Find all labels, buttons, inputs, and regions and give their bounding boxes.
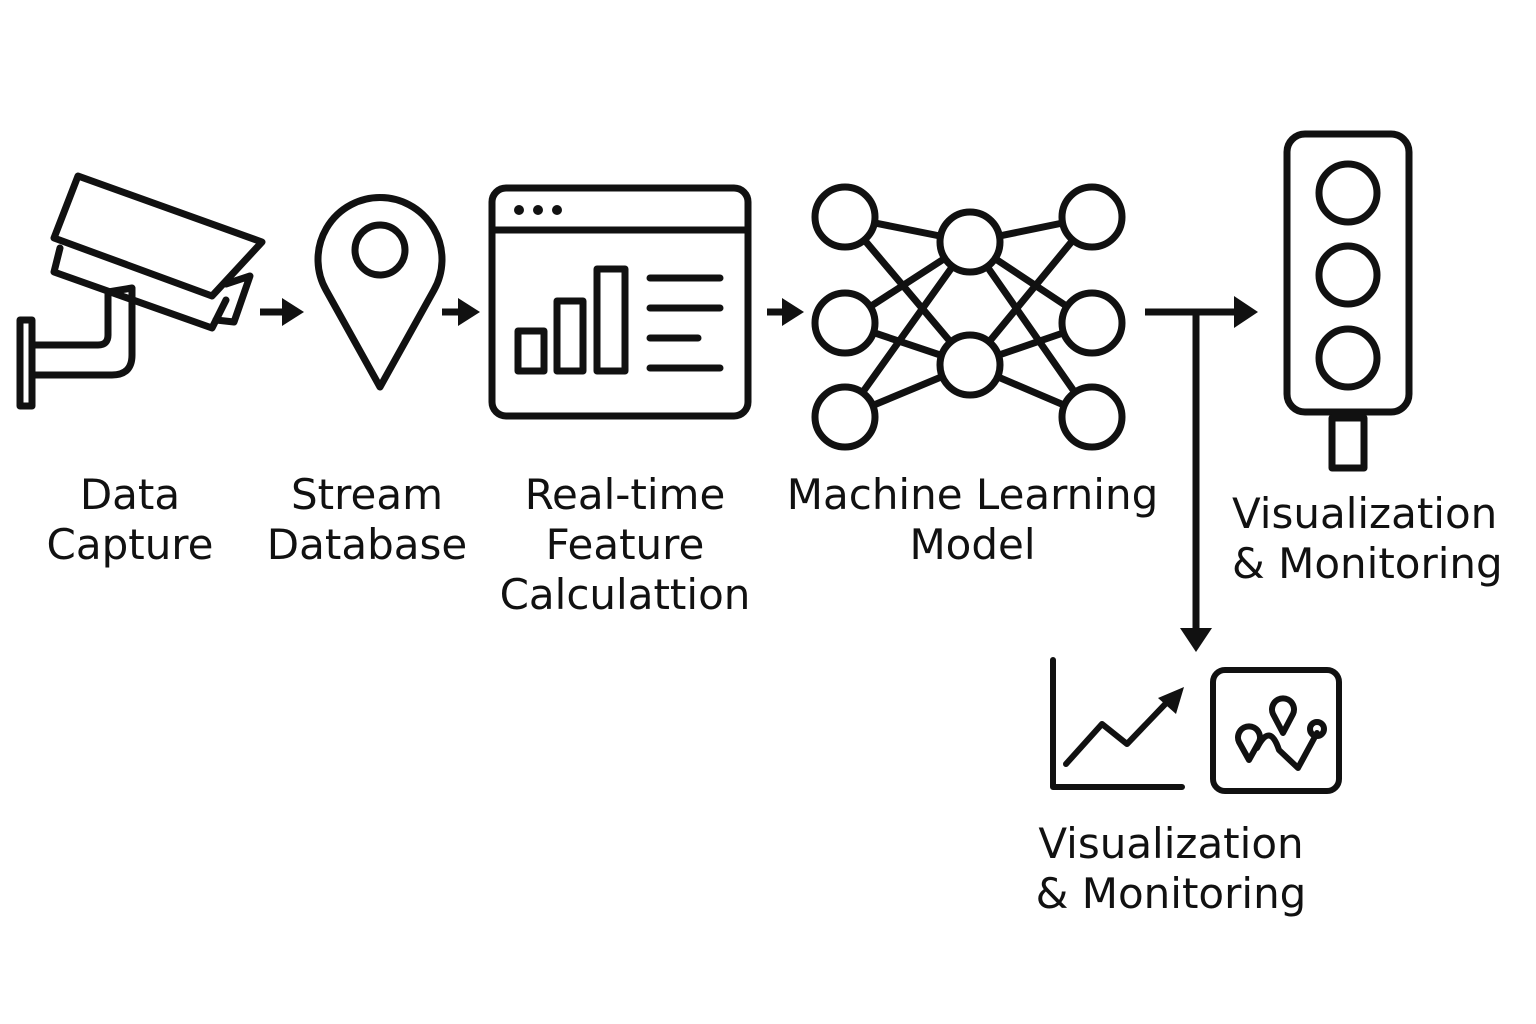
network-nodes (811, 183, 1126, 451)
label-line: Stream (291, 470, 443, 519)
label-data-capture: Data Capture (40, 470, 220, 570)
arrow-network-to-traffic-light (1145, 296, 1258, 328)
label-stream-database: Stream Database (262, 470, 472, 570)
label-line: Calculattion (499, 570, 751, 619)
route-map-icon (1210, 667, 1342, 794)
label-line: Capture (46, 520, 214, 569)
trend-chart-icon (1050, 657, 1185, 790)
label-line: & Monitoring (1035, 869, 1307, 918)
neural-network-icon (811, 183, 1126, 451)
label-ml-model: Machine Learning Model (785, 470, 1160, 570)
label-line: Real-time (524, 470, 726, 519)
label-visualization-bottom: Visualization & Monitoring (1030, 819, 1312, 919)
label-feature-calculation: Real-time Feature Calculattion (490, 470, 760, 620)
traffic-light-icon (1283, 130, 1413, 472)
label-line: Machine Learning (786, 470, 1159, 519)
arrow-camera-to-pin (260, 298, 304, 326)
label-line: Model (909, 520, 1036, 569)
security-camera-icon (16, 172, 266, 410)
label-line: Data (79, 470, 181, 519)
label-line: Feature (545, 520, 705, 569)
label-line: Visualization (1038, 819, 1304, 868)
label-visualization-top: Visualization & Monitoring (1232, 489, 1503, 589)
arrow-pin-to-dashboard (442, 298, 480, 326)
dashboard-window-icon (488, 184, 752, 420)
arrow-branch-down (1180, 312, 1212, 652)
map-pin-icon (314, 194, 446, 391)
arrow-dashboard-to-network (767, 298, 804, 326)
label-line: Visualization (1232, 489, 1498, 538)
label-line: Database (266, 520, 468, 569)
label-line: & Monitoring (1232, 539, 1503, 588)
